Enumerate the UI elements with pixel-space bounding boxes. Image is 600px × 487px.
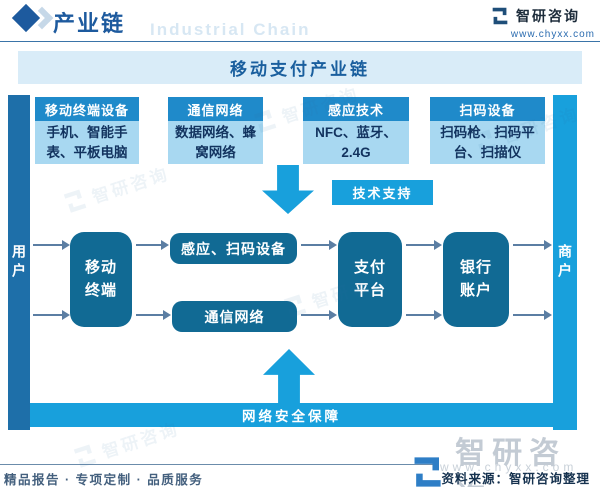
brand-website: www.chyxx.com [510, 29, 595, 40]
node-label: 感应、扫码设备 [181, 240, 286, 257]
footer-slogan: 精品报告 · 专项定制 · 品质服务 [4, 473, 204, 487]
watermark-text: 智研咨询 [89, 163, 172, 207]
group-header: 通信网络 [168, 97, 263, 121]
flow-arrow [33, 240, 70, 250]
diagram-title: 移动支付产业链 [230, 60, 370, 79]
footer-divider [0, 464, 435, 465]
security-bar-label: 网络安全保障 [242, 409, 341, 424]
header-divider [0, 41, 600, 42]
diamond-icon [11, 3, 41, 33]
group-content: NFC、蓝牙、2.4G [303, 121, 409, 165]
user-bar: 用户 [8, 95, 30, 430]
flow-arrow [406, 310, 442, 320]
group-content: 扫码枪、扫码平台、扫描仪 [430, 121, 545, 165]
flow-arrow [301, 240, 337, 250]
security-bar: 网络安全保障 [30, 403, 553, 427]
group-content: 数据网络、蜂窝网络 [168, 121, 263, 165]
up-arrow-icon [263, 349, 315, 403]
source-note: 资料来源：智研咨询整理 [441, 472, 590, 486]
merchant-bar-label: 商户 [557, 243, 573, 282]
footer-watermark-text: 智研咨询 [455, 437, 567, 487]
zhiyan-logo-icon [63, 189, 87, 213]
flow-arrow [301, 310, 337, 320]
flow-arrow [513, 240, 552, 250]
zhiyan-logo-icon [73, 444, 97, 468]
node-payment-platform: 支付平台 [338, 232, 402, 327]
brand-name: 智研咨询 [516, 8, 580, 24]
flow-arrow [136, 310, 171, 320]
down-arrow-icon [262, 165, 314, 214]
page-title: 产业链 [53, 11, 126, 36]
group-sensing-technology: 感应技术 NFC、蓝牙、2.4G [303, 97, 409, 165]
group-content: 手机、智能手表、平板电脑 [35, 121, 139, 165]
flow-arrow [136, 240, 169, 250]
node-label: 银行账户 [459, 259, 492, 299]
header-watermark-en: Industrial Chain [150, 20, 311, 39]
group-header: 扫码设备 [430, 97, 545, 121]
node-mobile-terminal: 移动终端 [70, 232, 132, 327]
node-bank-account: 银行账户 [443, 232, 509, 327]
diagram-title-bar: 移动支付产业链 [18, 51, 582, 84]
group-scanning-devices: 扫码设备 扫码枪、扫码平台、扫描仪 [430, 97, 545, 165]
node-comm-network: 通信网络 [172, 301, 297, 332]
footer-watermark-logo: 智研咨询 [408, 428, 600, 487]
node-sensing-scanning: 感应、扫码设备 [170, 233, 297, 264]
group-header: 移动终端设备 [35, 97, 139, 121]
group-header: 感应技术 [303, 97, 409, 121]
tech-support-label: 技术支持 [332, 180, 433, 205]
zhiyan-logo-icon [414, 457, 441, 487]
flow-arrow [406, 240, 442, 250]
group-communication-network: 通信网络 数据网络、蜂窝网络 [168, 97, 263, 165]
footer-watermark-site: www.chyxx.com [440, 460, 578, 474]
merchant-bar: 商户 [553, 95, 577, 430]
node-label: 移动终端 [84, 259, 117, 299]
watermark: 智研咨询 [59, 158, 173, 217]
zhiyan-logo-icon [492, 7, 508, 25]
node-label: 支付平台 [353, 259, 386, 299]
group-mobile-terminal-devices: 移动终端设备 手机、智能手表、平板电脑 [35, 97, 139, 165]
brand-logo: 智研咨询 www.chyxx.com [489, 5, 595, 40]
flow-arrow [513, 310, 552, 320]
flow-arrow [33, 310, 70, 320]
user-bar-label: 用户 [11, 243, 27, 282]
node-label: 通信网络 [204, 308, 265, 325]
